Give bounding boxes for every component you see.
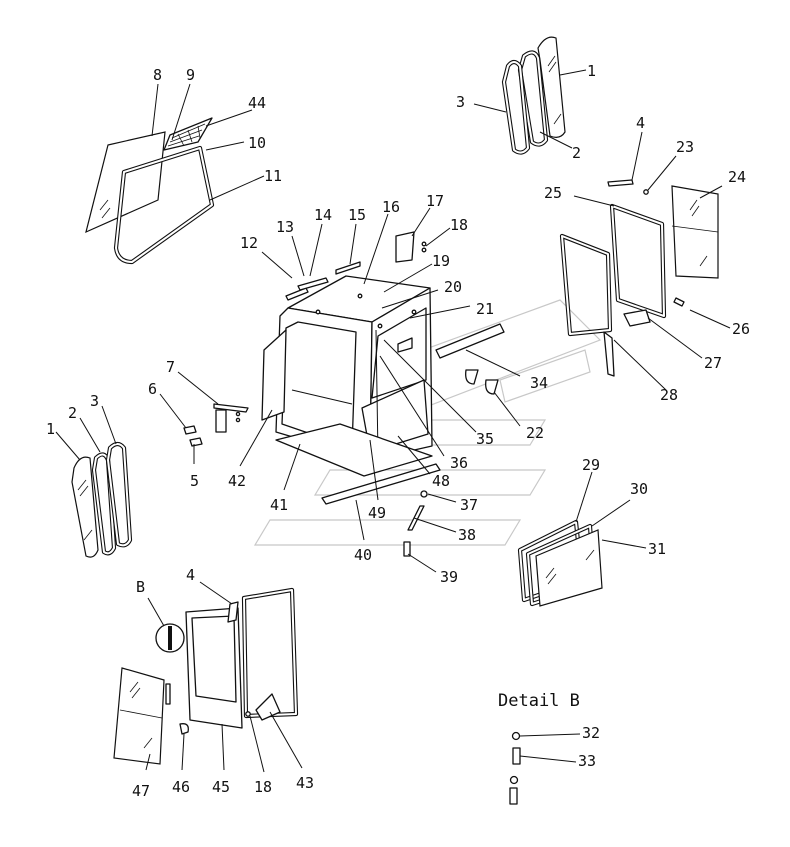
callout-49: 49 <box>368 504 386 522</box>
callout-11: 11 <box>264 167 282 185</box>
callout-39: 39 <box>440 568 458 586</box>
callout-41: 41 <box>270 496 288 514</box>
callout-48: 48 <box>432 472 450 490</box>
callout-27: 27 <box>704 354 722 372</box>
door-right <box>559 179 719 377</box>
callout-10: 10 <box>248 134 266 152</box>
detail-b-marker: B <box>136 578 145 596</box>
callout-29: 29 <box>582 456 600 474</box>
callout-23: 23 <box>676 138 694 156</box>
cab-body <box>261 261 505 505</box>
callout-45: 45 <box>212 778 230 796</box>
callout-6: 6 <box>148 380 157 398</box>
callout-40: 40 <box>354 546 372 564</box>
callout-30: 30 <box>630 480 648 498</box>
grille-mesh <box>167 123 206 147</box>
callout-2: 2 <box>572 144 581 162</box>
door-glass-left <box>71 441 133 558</box>
callout-7: 7 <box>166 358 175 376</box>
callout-20: 20 <box>444 278 462 296</box>
window-top-left <box>85 117 215 265</box>
detail-b-parts <box>509 731 521 805</box>
callout-13: 13 <box>276 218 294 236</box>
callout-28: 28 <box>660 386 678 404</box>
door-bottom-left <box>113 587 299 765</box>
callout-1: 1 <box>587 62 596 80</box>
callout-38: 38 <box>458 526 476 544</box>
callout-18: 18 <box>450 216 468 234</box>
callout-25: 25 <box>544 184 562 202</box>
callout-16: 16 <box>382 198 400 216</box>
callout-46: 46 <box>172 778 190 796</box>
callout-labels: 1 2 3 4 23 24 25 26 27 28 8 9 44 10 11 1… <box>46 62 750 800</box>
callout-19: 19 <box>432 252 450 270</box>
callout-26: 26 <box>732 320 750 338</box>
callout-35: 35 <box>476 430 494 448</box>
callout-47: 47 <box>132 782 150 800</box>
window-bottom-right <box>517 519 603 607</box>
callout-3: 3 <box>456 93 465 111</box>
callout-17: 17 <box>426 192 444 210</box>
callout-2-left: 2 <box>68 404 77 422</box>
callout-18-bottom: 18 <box>254 778 272 796</box>
callout-42: 42 <box>228 472 246 490</box>
callout-15: 15 <box>348 206 366 224</box>
callout-4: 4 <box>636 114 645 132</box>
door-glass-top-right <box>501 36 566 155</box>
callout-22: 22 <box>526 424 544 442</box>
callout-12: 12 <box>240 234 258 252</box>
callout-8: 8 <box>153 66 162 84</box>
hardware-parts <box>183 231 499 557</box>
callout-9: 9 <box>186 66 195 84</box>
callout-3-left: 3 <box>90 392 99 410</box>
detail-b-title: Detail B <box>498 691 580 711</box>
callout-21: 21 <box>476 300 494 318</box>
callout-36: 36 <box>450 454 468 472</box>
callout-5: 5 <box>190 472 199 490</box>
callout-43: 43 <box>296 774 314 792</box>
callout-32: 32 <box>582 724 600 742</box>
callout-44: 44 <box>248 94 266 112</box>
callout-1-left: 1 <box>46 420 55 438</box>
callout-14: 14 <box>314 206 332 224</box>
callout-24: 24 <box>728 168 746 186</box>
callout-31: 31 <box>648 540 666 558</box>
callout-4-bottom: 4 <box>186 566 195 584</box>
callout-37: 37 <box>460 496 478 514</box>
callout-33: 33 <box>578 752 596 770</box>
detail-b-callout-circle <box>155 623 185 653</box>
callout-34: 34 <box>530 374 548 392</box>
